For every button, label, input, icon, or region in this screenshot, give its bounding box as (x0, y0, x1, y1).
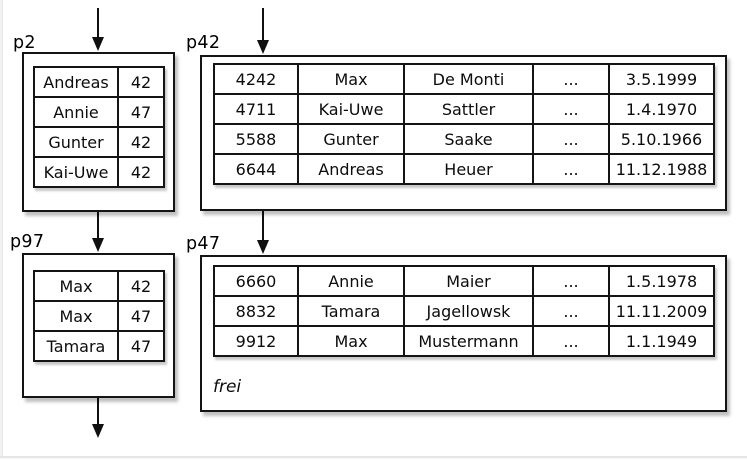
table-cell: ... (532, 295, 610, 327)
table-cell: 42 (117, 126, 165, 158)
table-cell: Heuer (403, 153, 534, 185)
page-label-p42: p42 (186, 33, 221, 53)
table-cell: Saake (403, 123, 534, 155)
table-cell: Annie (297, 265, 405, 297)
table-cell: 8832 (213, 295, 299, 327)
table-cell: 47 (117, 96, 165, 128)
arrow-line (97, 8, 99, 37)
arrow-head-icon (257, 240, 269, 254)
table-cell: 42 (117, 156, 165, 188)
table-cell: De Monti (403, 63, 534, 95)
table-cell: Max (297, 325, 405, 357)
page-label-p97: p97 (10, 232, 45, 252)
arrow-head-icon (92, 37, 104, 51)
table-cell: Gunter (33, 126, 119, 158)
arrow-head-icon (92, 424, 104, 438)
slide-edge-left (0, 0, 3, 457)
table-cell: ... (532, 93, 610, 125)
free-space-label: frei (213, 377, 242, 397)
table-cell: Jagellowsk (403, 295, 534, 327)
table-cell: 42 (117, 270, 165, 302)
arrow-head-icon (92, 238, 104, 252)
table-cell: 6660 (213, 265, 299, 297)
page-label-p2: p2 (13, 33, 36, 53)
table-cell: ... (532, 325, 610, 357)
page-label-p47: p47 (186, 234, 221, 254)
table-cell: Kai-Uwe (297, 93, 405, 125)
table-cell: 5.10.1966 (608, 123, 715, 155)
table-cell: 47 (117, 330, 165, 362)
table-cell: 42 (117, 66, 165, 98)
arrow-line (262, 211, 264, 240)
table-cell: 4711 (213, 93, 299, 125)
arrow-into-p2 (91, 8, 105, 51)
table-cell: Andreas (297, 153, 405, 185)
arrow-p42-to-p47 (256, 211, 270, 254)
table-cell: 3.5.1999 (608, 63, 715, 95)
slide-edge-bottom (0, 456, 747, 460)
table-cell: 11.11.2009 (608, 295, 715, 327)
table-cell: 1.1.1949 (608, 325, 715, 357)
table-cell: 4242 (213, 63, 299, 95)
table-cell: 1.5.1978 (608, 265, 715, 297)
table-cell: Max (33, 270, 119, 302)
arrow-into-p42 (256, 8, 270, 54)
arrow-line (97, 212, 99, 238)
table-cell: 47 (117, 300, 165, 332)
table-cell: ... (532, 265, 610, 297)
arrow-line (262, 8, 264, 40)
table-cell: Gunter (297, 123, 405, 155)
table-cell: ... (532, 123, 610, 155)
table-cell: Max (297, 63, 405, 95)
table-cell: ... (532, 63, 610, 95)
table-cell: ... (532, 153, 610, 185)
table-cell: Sattler (403, 93, 534, 125)
table-cell: Tamara (297, 295, 405, 327)
table-cell: Mustermann (403, 325, 534, 357)
table-cell: 6644 (213, 153, 299, 185)
arrow-line (97, 398, 99, 424)
table-cell: Annie (33, 96, 119, 128)
table-cell: Tamara (33, 330, 119, 362)
table-cell: Kai-Uwe (33, 156, 119, 188)
table-cell: 11.12.1988 (608, 153, 715, 185)
table-cell: 5588 (213, 123, 299, 155)
table-cell: Andreas (33, 66, 119, 98)
table-cell: 9912 (213, 325, 299, 357)
arrow-out-of-p97 (91, 398, 105, 438)
arrow-head-icon (257, 40, 269, 54)
table-cell: Max (33, 300, 119, 332)
table-cell: Maier (403, 265, 534, 297)
arrow-p2-to-p97 (91, 212, 105, 252)
table-cell: 1.4.1970 (608, 93, 715, 125)
